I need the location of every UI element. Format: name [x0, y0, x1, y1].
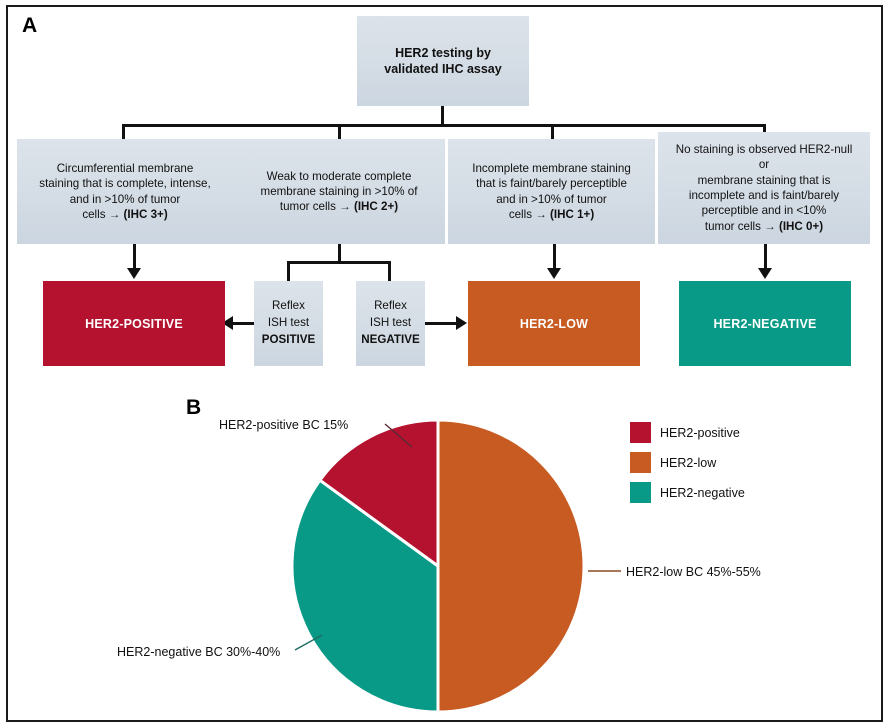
connector-reflex-bus	[287, 261, 391, 264]
criteria-ihc3-line3: and in >10% of tumor	[69, 192, 181, 206]
node-reflex-ish-positive: Reflex ISH test POSITIVE	[254, 281, 323, 366]
reflex-pos-line1: Reflex	[272, 299, 305, 313]
arrowhead-reflexneg-to-low	[456, 316, 467, 330]
pie-slice-her2-negative	[290, 478, 440, 714]
connector-ihc0-to-negative	[764, 244, 767, 270]
legend-item-her2-negative: HER2-negative	[630, 482, 745, 503]
reflex-neg-line1: Reflex	[374, 299, 407, 313]
connector-ihc2-stem	[338, 244, 341, 262]
reflex-pos-line3: POSITIVE	[261, 332, 316, 346]
arrowhead-ihc3-to-positive	[127, 268, 141, 279]
criteria-ihc3-line2: staining that is complete, intense,	[39, 177, 211, 191]
legend-item-her2-low: HER2-low	[630, 452, 745, 473]
criteria-ihc1-tail-prefix: cells →	[508, 207, 551, 221]
node-reflex-ish-negative: Reflex ISH test NEGATIVE	[356, 281, 425, 366]
result-her2-positive-label: HER2-POSITIVE	[85, 316, 183, 331]
criteria-ihc3-tail-prefix: cells →	[82, 207, 124, 221]
result-her2-negative-label: HER2-NEGATIVE	[713, 316, 817, 331]
legend-swatch-her2-negative	[630, 482, 651, 503]
criteria-ihc0-tail-bold: (IHC 0+)	[778, 219, 824, 233]
connector-reflexneg-to-low	[425, 322, 459, 325]
node-root-line1: HER2 testing by	[395, 45, 491, 60]
pie-slice-her2-positive	[317, 418, 440, 569]
criteria-ihc0-tail-prefix: tumor cells →	[704, 219, 779, 233]
node-root-line2: validated IHC assay	[384, 62, 502, 76]
her2-negative-callout: HER2-negative BC 30%-40%	[117, 645, 281, 659]
criteria-ihc0-line2: or	[758, 158, 770, 172]
legend-item-her2-positive: HER2-positive	[630, 422, 745, 443]
her2-positive-callout: HER2-positive BC 15%	[219, 418, 349, 432]
criteria-ihc1-line1: Incomplete membrane staining	[472, 161, 631, 175]
pie-chart	[290, 418, 586, 714]
criteria-ihc1-tail-bold: (IHC 1+)	[550, 207, 595, 221]
pie-chart-svg	[290, 418, 586, 714]
criteria-ihc2-tail-bold: (IHC 2+)	[353, 200, 399, 214]
arrowhead-ihc0-to-negative	[758, 268, 772, 279]
node-criteria-ihc-0plus: No staining is observed HER2-null or mem…	[658, 132, 870, 244]
node-criteria-ihc-3plus: Circumferential membrane staining that i…	[17, 139, 233, 244]
legend-swatch-her2-positive	[630, 422, 651, 443]
connector-drop-ihc1	[551, 124, 554, 140]
connector-root-bus	[122, 124, 766, 127]
connector-root-stem	[441, 106, 444, 125]
connector-drop-reflex-pos	[287, 261, 290, 282]
legend-label-her2-low: HER2-low	[660, 455, 717, 470]
criteria-ihc0-line3: membrane staining that is	[697, 173, 831, 187]
reflex-neg-line3: NEGATIVE	[361, 332, 420, 346]
connector-reflexpos-to-positive	[231, 322, 254, 325]
criteria-ihc2-tail-prefix: tumor cells →	[279, 200, 354, 214]
connector-drop-ihc0	[763, 124, 766, 133]
node-criteria-ihc-1plus: Incomplete membrane staining that is fai…	[448, 139, 655, 244]
connector-drop-reflex-neg	[388, 261, 391, 282]
criteria-ihc2-line2: membrane staining in >10% of	[260, 184, 418, 198]
connector-drop-ihc2	[338, 124, 341, 140]
leader-positive	[384, 423, 413, 448]
reflex-neg-line2: ISH test	[369, 316, 412, 330]
leader-negative	[294, 634, 323, 651]
criteria-ihc1-line3: and in >10% of tumor	[496, 192, 607, 206]
node-her2-testing-root: HER2 testing by validated IHC assay	[357, 16, 529, 106]
her2-low-callout: HER2-low BC 45%-55%	[626, 565, 761, 579]
panel-a-label: A	[22, 14, 38, 37]
node-criteria-ihc-2plus: Weak to moderate complete membrane stain…	[233, 139, 445, 244]
criteria-ihc3-tail-bold: (IHC 3+)	[123, 207, 168, 221]
criteria-ihc0-line5: perceptible and in <10%	[701, 204, 827, 218]
criteria-ihc2-line1: Weak to moderate complete	[266, 169, 412, 183]
criteria-ihc0-line4: incomplete and is faint/barely	[688, 189, 840, 202]
criteria-ihc3-line1: Circumferential membrane	[56, 161, 194, 175]
reflex-pos-line2: ISH test	[267, 316, 310, 330]
pie-legend: HER2-positive HER2-low HER2-negative	[630, 422, 745, 503]
arrowhead-reflexpos-to-positive	[222, 316, 233, 330]
result-her2-positive: HER2-POSITIVE	[43, 281, 225, 366]
legend-label-her2-positive: HER2-positive	[660, 425, 740, 440]
criteria-ihc0-line1: No staining is observed HER2-null	[675, 143, 853, 157]
result-her2-negative: HER2-NEGATIVE	[679, 281, 851, 366]
pie-slice-her2-low	[436, 418, 586, 714]
legend-swatch-her2-low	[630, 452, 651, 473]
connector-ihc1-to-low	[553, 244, 556, 270]
arrowhead-ihc1-to-low	[547, 268, 561, 279]
panel-b-label: B	[186, 396, 202, 419]
connector-ihc3-to-positive	[133, 244, 136, 270]
legend-label-her2-negative: HER2-negative	[660, 485, 745, 500]
result-her2-low: HER2-LOW	[468, 281, 640, 366]
criteria-ihc1-line2: that is faint/barely perceptible	[476, 177, 627, 191]
connector-drop-ihc3	[122, 124, 125, 140]
result-her2-low-label: HER2-LOW	[519, 316, 589, 331]
